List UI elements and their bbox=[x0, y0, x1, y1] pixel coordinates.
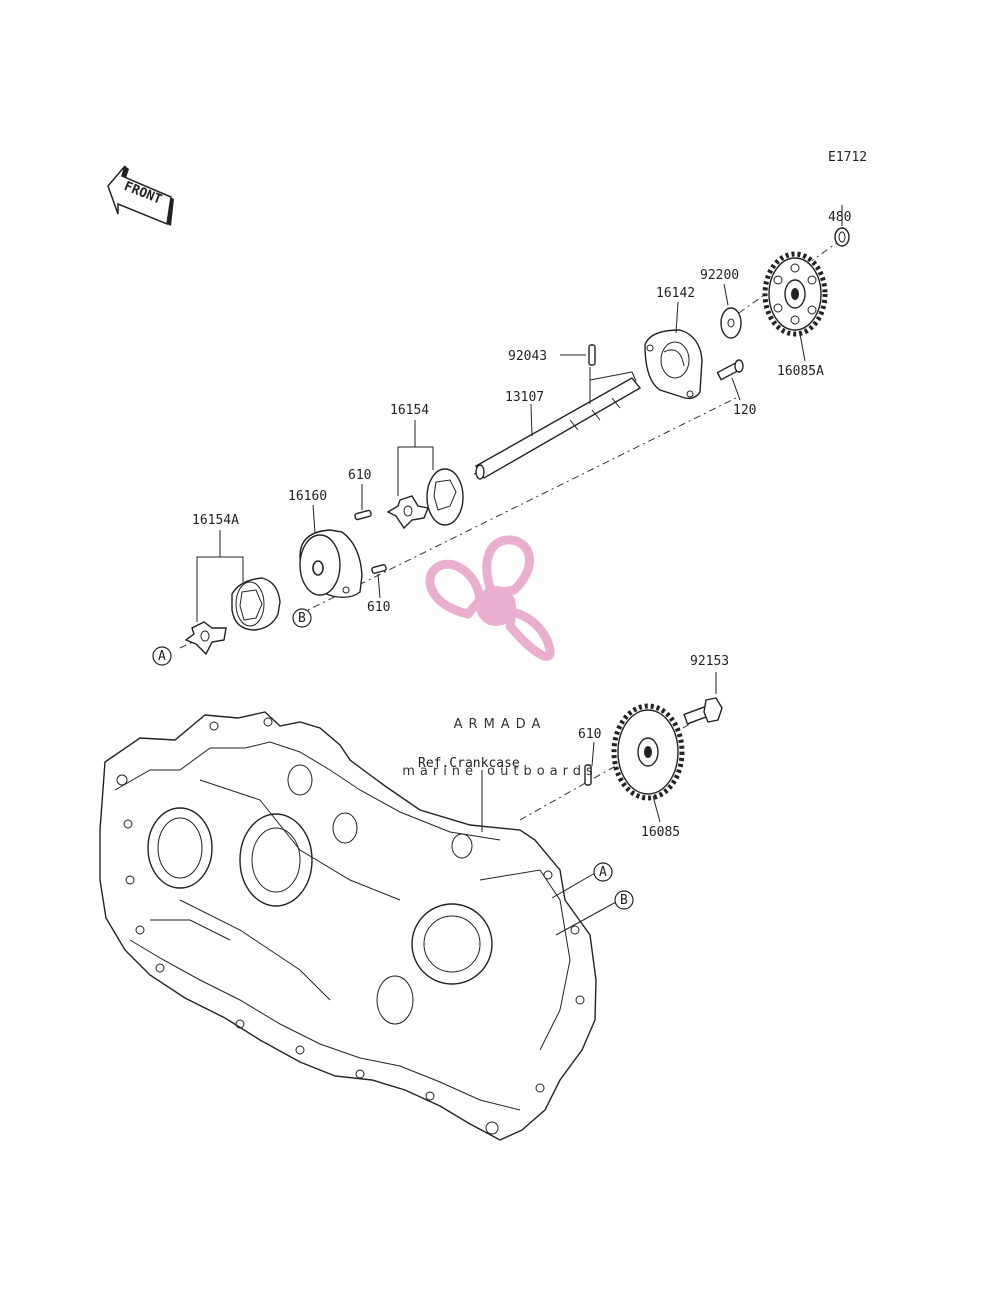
circlip-480 bbox=[834, 227, 850, 247]
watermark-tagline: marine outboards bbox=[402, 764, 598, 779]
gear-16085 bbox=[611, 703, 685, 801]
pump-body-16160 bbox=[299, 529, 363, 599]
svg-text:A: A bbox=[158, 649, 166, 664]
callout-92153: 92153 bbox=[690, 654, 729, 669]
callout-16154: 16154 bbox=[390, 403, 429, 418]
diagram-code: E1712 bbox=[828, 150, 867, 165]
callout-610-low: 610 bbox=[578, 727, 601, 742]
screw-120 bbox=[716, 359, 744, 381]
pump-cover-16142 bbox=[644, 329, 703, 400]
callout-120: 120 bbox=[733, 403, 756, 418]
propeller-logo-icon bbox=[425, 535, 555, 661]
dowel-610-mid bbox=[371, 564, 387, 574]
callout-480: 480 bbox=[828, 210, 851, 225]
callout-92200: 92200 bbox=[700, 268, 739, 283]
callout-92043: 92043 bbox=[508, 349, 547, 364]
crankcase-reference bbox=[99, 711, 597, 1141]
dowel-610-top bbox=[354, 509, 372, 521]
marker-a-top: A bbox=[152, 646, 172, 666]
callout-16085A: 16085A bbox=[777, 364, 824, 379]
callout-16160: 16160 bbox=[288, 489, 327, 504]
callout-13107: 13107 bbox=[505, 390, 544, 405]
marker-b-low: B bbox=[614, 890, 634, 910]
pin-92043 bbox=[588, 344, 596, 366]
dowel-610-low bbox=[584, 764, 592, 786]
svg-text:B: B bbox=[620, 893, 628, 908]
reference-label: Ref.Crankcase bbox=[418, 756, 520, 771]
rotor-set-16154A bbox=[184, 577, 281, 656]
rotor-set-16154 bbox=[386, 468, 464, 530]
marker-b-top: B bbox=[292, 608, 312, 628]
callout-610-mid: 610 bbox=[367, 600, 390, 615]
callout-16142: 16142 bbox=[656, 286, 695, 301]
callout-610-top: 610 bbox=[348, 468, 371, 483]
gear-16085A bbox=[762, 251, 828, 337]
front-arrow-icon: FRONT bbox=[107, 165, 174, 226]
watermark-brand: ARMADA bbox=[454, 717, 547, 732]
armada-watermark: ARMADA marine outboards bbox=[402, 535, 598, 779]
washer-92200 bbox=[720, 307, 742, 339]
callout-16085: 16085 bbox=[641, 825, 680, 840]
shaft-13107 bbox=[474, 367, 642, 480]
marker-a-low: A bbox=[593, 862, 613, 882]
bolt-92153 bbox=[683, 697, 723, 725]
svg-text:B: B bbox=[298, 611, 306, 626]
callout-16154A: 16154A bbox=[192, 513, 239, 528]
svg-text:A: A bbox=[599, 865, 607, 880]
